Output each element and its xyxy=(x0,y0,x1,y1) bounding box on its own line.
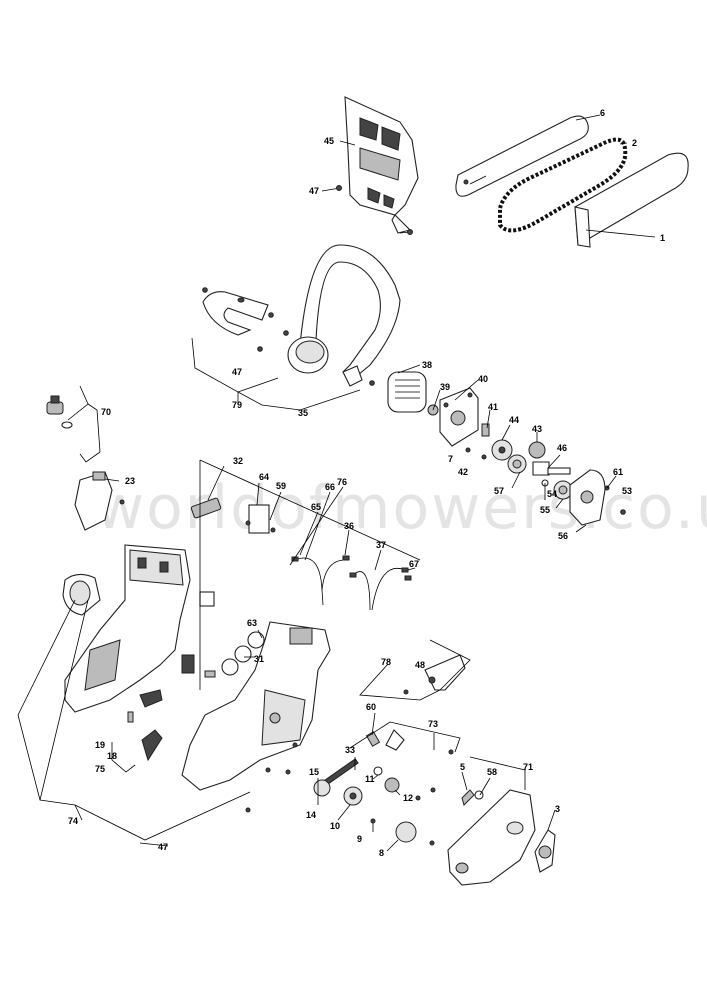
callout-46: 46 xyxy=(557,443,567,453)
callout-54: 54 xyxy=(547,489,557,499)
callout-74: 74 xyxy=(68,816,78,826)
gear-train-parts xyxy=(465,423,573,500)
callout-14: 14 xyxy=(306,810,316,820)
motor-housing-part xyxy=(64,544,191,713)
callout-78: 78 xyxy=(381,657,391,667)
sprocket-cover-part xyxy=(447,789,536,886)
callout-65: 65 xyxy=(311,502,321,512)
callout-11: 11 xyxy=(365,774,375,784)
callout-61: 61 xyxy=(613,467,623,477)
gear-housing-part xyxy=(439,387,479,447)
callout-18: 18 xyxy=(107,751,117,761)
callout-7: 7 xyxy=(448,454,453,464)
callout-19: 19 xyxy=(95,740,105,750)
callout-41: 41 xyxy=(488,402,498,412)
front-handle-part xyxy=(287,244,401,387)
callout-43: 43 xyxy=(532,424,542,434)
callout-70: 70 xyxy=(101,407,111,417)
saw-chain-part xyxy=(498,137,628,233)
callout-38: 38 xyxy=(422,360,432,370)
callout-35: 35 xyxy=(298,408,308,418)
callout-59: 59 xyxy=(276,481,286,491)
callout-53: 53 xyxy=(622,486,632,496)
callout-23: 23 xyxy=(125,476,135,486)
tensioner-parts xyxy=(385,654,484,806)
wires-part xyxy=(291,555,412,611)
callout-47-middle: 47 xyxy=(232,367,242,377)
callout-2: 2 xyxy=(632,138,637,148)
callout-57: 57 xyxy=(494,486,504,496)
callout-3: 3 xyxy=(555,804,560,814)
callout-71: 71 xyxy=(523,762,533,772)
callout-32: 32 xyxy=(233,456,243,466)
oil-cap-part xyxy=(46,395,73,429)
callout-79: 79 xyxy=(232,400,242,410)
callout-60: 60 xyxy=(366,702,376,712)
bar-cover-part xyxy=(574,152,689,248)
callout-67: 67 xyxy=(409,559,419,569)
callout-47-bottom: 47 xyxy=(158,842,168,852)
callout-10: 10 xyxy=(330,821,340,831)
callout-45: 45 xyxy=(324,136,334,146)
handle-ring-part xyxy=(62,573,101,616)
motor-part xyxy=(387,371,439,416)
callout-48: 48 xyxy=(415,660,425,670)
handle-screws xyxy=(202,287,375,386)
switch-parts xyxy=(181,497,270,678)
callout-37: 37 xyxy=(376,540,386,550)
seals-and-rings xyxy=(221,631,265,676)
rear-cover-part xyxy=(344,96,419,234)
callout-66: 66 xyxy=(325,482,335,492)
callout-76: 76 xyxy=(337,477,347,487)
assorted-screws xyxy=(119,499,454,846)
callout-44: 44 xyxy=(509,415,519,425)
callout-6: 6 xyxy=(600,108,605,118)
guide-bar-part xyxy=(455,115,589,197)
callout-33: 33 xyxy=(345,745,355,755)
chain-tensioner-knob-part xyxy=(534,829,556,873)
callout-40: 40 xyxy=(478,374,488,384)
callout-47-top: 47 xyxy=(309,186,319,196)
callout-36: 36 xyxy=(344,521,354,531)
callout-73: 73 xyxy=(428,719,438,729)
leader-35 xyxy=(237,389,361,411)
callout-15: 15 xyxy=(309,767,319,777)
trigger-parts xyxy=(127,689,163,762)
callout-56: 56 xyxy=(558,531,568,541)
callout-39: 39 xyxy=(440,382,450,392)
callout-31: 31 xyxy=(254,654,264,664)
callout-1: 1 xyxy=(660,233,665,243)
callout-63: 63 xyxy=(247,618,257,628)
leader-79 xyxy=(191,337,279,393)
gear-cover-part xyxy=(569,469,626,526)
callout-58: 58 xyxy=(487,767,497,777)
handle-clamp-part xyxy=(202,291,269,336)
callout-64: 64 xyxy=(259,472,269,482)
callout-12: 12 xyxy=(403,793,413,803)
oil-tank-part xyxy=(74,471,113,531)
callout-labels: 1 2 3 5 6 7 8 9 10 11 12 14 15 18 19 23 … xyxy=(68,108,665,858)
leader-lines xyxy=(17,114,656,852)
callout-8: 8 xyxy=(379,848,384,858)
screw-45-bottom xyxy=(399,229,413,235)
watermark-text: worldofmowers.co.uk xyxy=(95,473,707,543)
screw-47-top xyxy=(321,185,342,192)
callout-75: 75 xyxy=(95,764,105,774)
right-housing-part xyxy=(181,621,331,791)
callout-9: 9 xyxy=(357,834,362,844)
callout-55: 55 xyxy=(540,505,550,515)
callout-42: 42 xyxy=(458,467,468,477)
callout-5: 5 xyxy=(460,762,465,772)
spindle-parts xyxy=(313,731,417,843)
